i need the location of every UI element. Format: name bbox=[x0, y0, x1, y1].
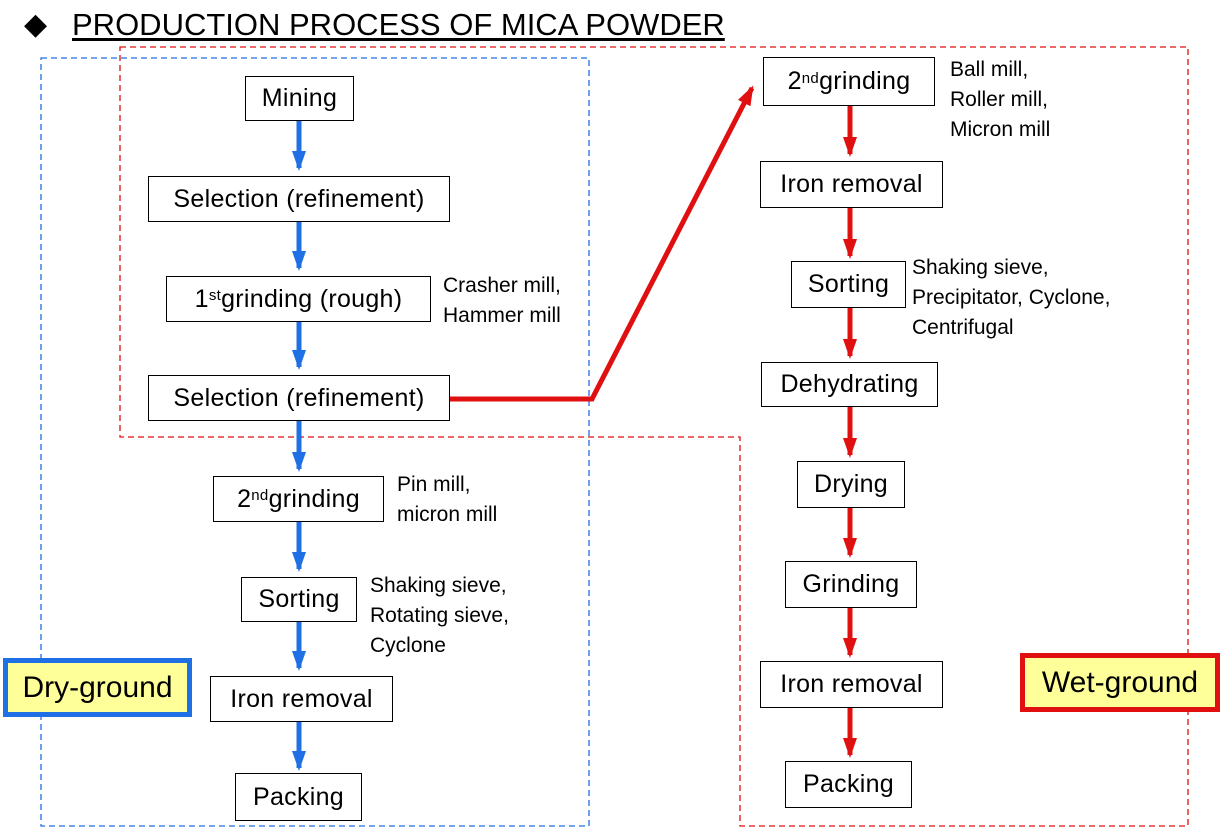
title-bullet-icon: ◆ bbox=[24, 8, 48, 41]
dry-note-second-grinding: Pin mill,micron mill bbox=[397, 473, 498, 526]
dry-note-first-grinding: Crasher mill,Hammer mill bbox=[443, 274, 561, 327]
wet-note-sorting: Shaking sieve,Precipitator, Cyclone,Cent… bbox=[912, 256, 1111, 339]
dry-ground-label: Dry-ground bbox=[3, 658, 192, 717]
wet-step-sorting: Sorting bbox=[791, 261, 906, 308]
dry-step-mining: Mining bbox=[245, 76, 354, 121]
wet-step-dehydrating: Dehydrating bbox=[761, 362, 938, 407]
wet-step-iron-removal-2: Iron removal bbox=[760, 661, 943, 708]
dry-step-selection-1: Selection (refinement) bbox=[148, 176, 450, 222]
dry-step-iron-removal: Iron removal bbox=[210, 676, 393, 722]
wet-note-second-grinding: Ball mill,Roller mill,Micron mill bbox=[950, 58, 1051, 141]
dry-step-packing: Packing bbox=[235, 773, 362, 821]
wet-ground-label: Wet-ground bbox=[1020, 653, 1220, 712]
branch-connector bbox=[450, 85, 755, 402]
wet-step-grinding: Grinding bbox=[785, 561, 917, 608]
wet-step-packing: Packing bbox=[785, 761, 912, 808]
dry-step-selection-2: Selection (refinement) bbox=[148, 375, 450, 421]
page-title: PRODUCTION PROCESS OF MICA POWDER bbox=[72, 7, 725, 42]
wet-step-drying: Drying bbox=[797, 461, 905, 508]
dry-note-sorting: Shaking sieve,Rotating sieve,Cyclone bbox=[370, 574, 509, 657]
dry-ground-region bbox=[40, 57, 590, 827]
dry-step-sorting: Sorting bbox=[241, 577, 357, 622]
wet-step-iron-removal-1: Iron removal bbox=[760, 161, 943, 208]
wet-ground-region bbox=[119, 46, 1189, 827]
